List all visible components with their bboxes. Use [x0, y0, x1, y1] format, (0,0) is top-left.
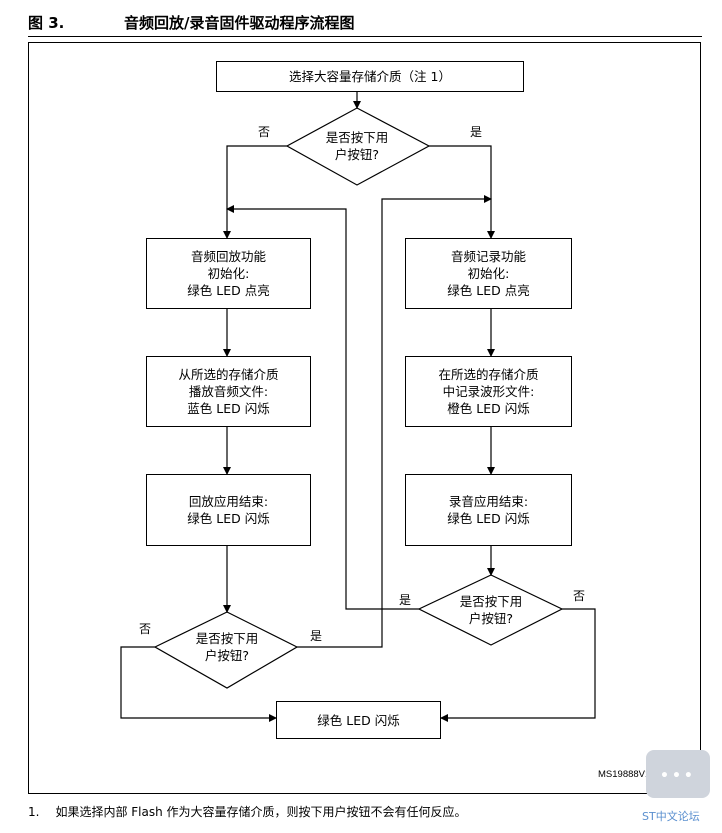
label-right-yes: 是	[399, 593, 412, 607]
decision-left-shape	[153, 611, 299, 689]
decision-right-shape	[417, 574, 564, 646]
playback-init-line-1: 音频回放功能	[190, 249, 266, 264]
record-end-box: 录音应用结束: 绿色 LED 闪烁	[405, 474, 572, 546]
figure-title: 音频回放/录音固件驱动程序流程图	[124, 14, 355, 32]
playback-end-line-1: 回放应用结束:	[188, 494, 269, 509]
playback-play-line-3: 蓝色 LED 闪烁	[187, 401, 270, 416]
playback-end-line-2: 绿色 LED 闪烁	[187, 511, 270, 526]
playback-end-box: 回放应用结束: 绿色 LED 闪烁	[146, 474, 311, 546]
figure-frame	[28, 42, 701, 794]
record-init-line-1: 音频记录功能	[450, 249, 526, 264]
record-write-box: 在所选的存储介质 中记录波形文件: 橙色 LED 闪烁	[405, 356, 572, 427]
chat-bubble-icon: •••	[646, 750, 710, 798]
decision-right-line-2: 户按钮?	[468, 611, 514, 626]
decision-top-shape	[285, 107, 431, 186]
playback-init-line-2: 初始化:	[207, 266, 250, 281]
header-rule	[28, 36, 702, 37]
decision-top-line-1: 是否按下用	[325, 130, 389, 145]
label-top-no: 否	[258, 125, 271, 139]
playback-play-line-2: 播放音频文件:	[188, 384, 269, 399]
label-right-no: 否	[573, 589, 586, 603]
end-box-line-1: 绿色 LED 闪烁	[317, 712, 400, 728]
decision-top-text: 是否按下用 户按钮?	[307, 129, 407, 163]
footnote-number: 1.	[28, 805, 40, 819]
end-box: 绿色 LED 闪烁	[276, 701, 441, 739]
label-top-yes: 是	[470, 125, 483, 139]
playback-play-line-1: 从所选的存储介质	[178, 367, 279, 382]
decision-left-text: 是否按下用 户按钮?	[177, 630, 277, 664]
figure-code: MS19888V1	[598, 769, 651, 780]
footnote: 1. 如果选择内部 Flash 作为大容量存储介质，则按下用户按钮不会有任何反应。	[28, 803, 467, 820]
watermark-text: ST中文论坛	[642, 810, 700, 823]
start-box-line-1: 选择大容量存储介质（注 1）	[289, 69, 451, 84]
record-write-line-2: 中记录波形文件:	[442, 384, 535, 399]
playback-play-box: 从所选的存储介质 播放音频文件: 蓝色 LED 闪烁	[146, 356, 311, 427]
decision-right-line-1: 是否按下用	[459, 594, 523, 609]
record-end-line-2: 绿色 LED 闪烁	[447, 511, 530, 526]
decision-right-text: 是否按下用 户按钮?	[441, 593, 541, 627]
start-box: 选择大容量存储介质（注 1）	[216, 61, 524, 92]
decision-left-line-1: 是否按下用	[195, 631, 259, 646]
decision-top-line-2: 户按钮?	[334, 147, 380, 162]
record-init-box: 音频记录功能 初始化: 绿色 LED 点亮	[405, 238, 572, 309]
decision-left-line-2: 户按钮?	[204, 648, 250, 663]
record-write-line-1: 在所选的存储介质	[438, 367, 539, 382]
record-end-line-1: 录音应用结束:	[448, 494, 529, 509]
playback-init-line-3: 绿色 LED 点亮	[187, 283, 270, 298]
playback-init-box: 音频回放功能 初始化: 绿色 LED 点亮	[146, 238, 311, 309]
record-init-line-2: 初始化:	[467, 266, 510, 281]
watermark: ••• ST中文论坛	[642, 750, 714, 830]
record-write-line-3: 橙色 LED 闪烁	[447, 401, 530, 416]
figure-number: 图 3.	[28, 14, 65, 32]
record-init-line-3: 绿色 LED 点亮	[447, 283, 530, 298]
label-left-yes: 是	[310, 629, 323, 643]
footnote-text: 如果选择内部 Flash 作为大容量存储介质，则按下用户按钮不会有任何反应。	[55, 805, 467, 819]
label-left-no: 否	[139, 622, 152, 636]
